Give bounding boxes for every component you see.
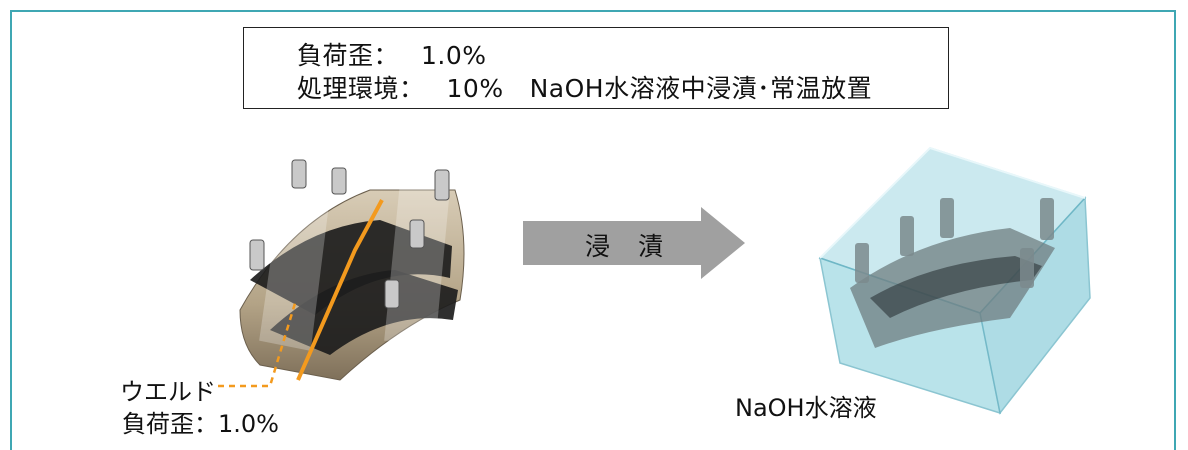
weld-label: ウエルド [120, 378, 216, 406]
environment-key: 処理環境： [297, 74, 425, 103]
arrow-label: 浸 漬 [585, 232, 673, 261]
conditions-box: 負荷歪： 1.0% 処理環境： 10% NaOH水溶液中浸漬･常温放置 [243, 27, 949, 109]
strain-value: 1.0% [421, 41, 487, 70]
specimen-jig-illustration [239, 159, 465, 381]
naoh-solution-label: NaOH水溶液 [735, 394, 877, 422]
figure-frame [10, 10, 1176, 450]
naoh-tank-illustration [818, 146, 1091, 415]
environment-concentration: 10% [446, 74, 504, 103]
weld-line [296, 199, 384, 381]
immersion-arrow: 浸 漬 [523, 207, 745, 279]
environment-condition-line: 処理環境： 10% NaOH水溶液中浸漬･常温放置 [297, 69, 872, 105]
strain-key: 負荷歪： [297, 41, 400, 70]
environment-description: NaOH水溶液中浸漬･常温放置 [529, 74, 873, 103]
strain-condition-line: 負荷歪： 1.0% [297, 36, 487, 72]
specimen-strain-label: 負荷歪：1.0% [122, 410, 279, 438]
arrow-shape [523, 207, 745, 279]
